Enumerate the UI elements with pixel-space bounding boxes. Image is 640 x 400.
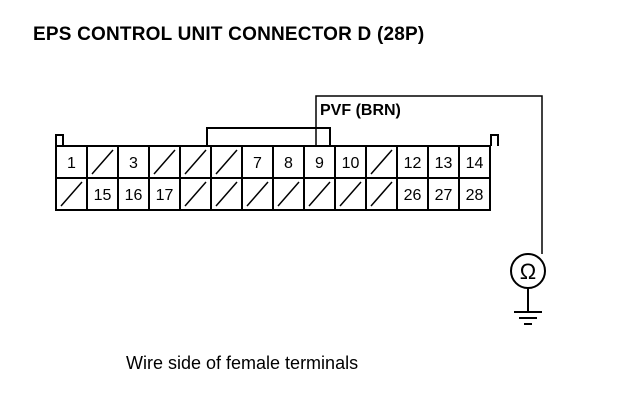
terminal-number: 9 xyxy=(315,155,324,172)
ground-icon xyxy=(514,288,542,325)
terminal-number: 7 xyxy=(253,155,262,172)
unused-terminal-slash xyxy=(184,149,207,175)
terminal-number: 12 xyxy=(404,155,422,172)
terminal-number: 1 xyxy=(67,155,76,172)
terminal-number: 16 xyxy=(125,187,143,204)
terminal-cell xyxy=(458,177,491,211)
ohm-symbol: Ω xyxy=(520,259,536,284)
terminal-number: 8 xyxy=(284,155,293,172)
connector-lock-tab xyxy=(206,127,331,147)
terminal-number: 28 xyxy=(466,187,484,204)
probe-wire-label: PVF (BRN) xyxy=(320,102,401,119)
unused-terminal-slash xyxy=(339,181,362,207)
terminal-number: 10 xyxy=(342,155,360,172)
diagram-title: EPS CONTROL UNIT CONNECTOR D (28P) xyxy=(33,24,425,45)
unused-terminal-slash xyxy=(153,149,176,175)
unused-terminal-slash xyxy=(215,149,238,175)
terminal-number: 15 xyxy=(94,187,112,204)
unused-terminal-slash xyxy=(277,181,300,207)
terminal-number: 26 xyxy=(404,187,422,204)
unused-terminal-slash xyxy=(215,181,238,207)
probe-wire xyxy=(315,95,543,254)
diagram-caption: Wire side of female terminals xyxy=(126,353,359,373)
unused-terminal-slash xyxy=(246,181,269,207)
unused-terminal-slash xyxy=(184,181,207,207)
unused-terminal-slash xyxy=(91,149,114,175)
terminal-number: 27 xyxy=(435,187,453,204)
unused-terminal-slash xyxy=(370,181,393,207)
terminal-number: 3 xyxy=(129,155,138,172)
unused-terminal-slash xyxy=(370,149,393,175)
terminal-number: 14 xyxy=(466,155,484,172)
terminal-number: 13 xyxy=(435,155,453,172)
unused-terminal-slash xyxy=(308,181,331,207)
terminal-number: 17 xyxy=(156,187,174,204)
unused-terminal-slash xyxy=(60,181,83,207)
connector-housing xyxy=(55,134,499,146)
